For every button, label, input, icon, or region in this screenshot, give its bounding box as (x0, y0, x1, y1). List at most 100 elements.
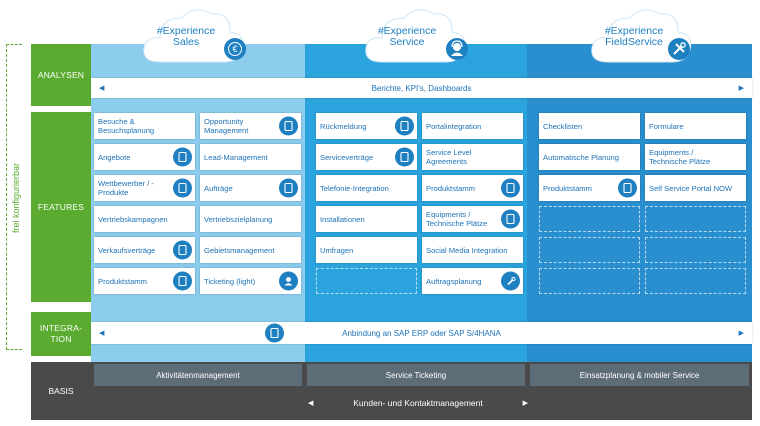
card-verkaufsvertraege: Verkaufsverträge (94, 237, 195, 263)
basis-einsatzplanung: Einsatzplanung & mobiler Service (530, 364, 749, 386)
basis-left-arrow: ◀ (308, 400, 314, 407)
integration-bar-label: Anbindung an SAP ERP oder SAP S/4HANA (342, 328, 501, 338)
card-self-service-portal-label: Self Service Portal NOW (649, 183, 733, 193)
headset-agent-icon (446, 38, 468, 60)
card-self-service-portal: Self Service Portal NOW (645, 175, 746, 201)
card-wettbewerber: Wettbewerber / -Produkte (94, 175, 195, 201)
empty-slot (539, 268, 640, 294)
integration-bar: ◀ Anbindung an SAP ERP oder SAP S/4HANA … (91, 322, 752, 344)
empty-slot (645, 268, 746, 294)
cloud-service-line2: Service (389, 36, 425, 48)
card-social-media: Social Media Integration (422, 237, 523, 263)
card-auftragsplanung: Auftragsplanung (422, 268, 523, 294)
basis-kunden-label: Kunden- und Kontaktmanagement (353, 398, 483, 408)
tablet-icon (173, 271, 192, 291)
row-label-features: FEATURES (31, 112, 91, 302)
card-portalintegration-label: Portalintegration (426, 121, 482, 131)
card-installationen-label: Installationen (320, 214, 365, 224)
tools-icon (668, 38, 690, 60)
headset-agent-icon (279, 271, 298, 291)
basis-service-ticketing: Service Ticketing (307, 364, 525, 386)
row-label-analysen: ANALYSEN (31, 44, 91, 106)
card-equipments-field-label: Equipments / Technische Plätze (649, 148, 711, 166)
card-produktstamm-sales: Produktstamm (94, 268, 195, 294)
integration-right-arrow: ▶ (738, 330, 744, 337)
empty-slot (645, 237, 746, 263)
card-lead: Lead-Management (200, 144, 301, 170)
card-auftraege-label: Aufträge (204, 183, 233, 193)
tablet-icon (173, 240, 192, 260)
tablet-icon (265, 323, 284, 343)
row-label-integration: INTEGRA- TION (31, 312, 91, 356)
card-produktstamm-service: Produktstamm (422, 175, 523, 201)
card-sla-label: Service Level Agreements (426, 148, 472, 166)
card-gebietsmanagement: Gebietsmanagement (200, 237, 301, 263)
empty-slot (316, 268, 417, 294)
card-produktstamm-field-label: Produktstamm (543, 183, 592, 193)
card-portalintegration: Portalintegration (422, 113, 523, 139)
card-lead-label: Lead-Management (204, 152, 268, 162)
row-label-integration-text: INTEGRA- TION (39, 323, 83, 344)
card-telefonie: Telefonie-Integration (316, 175, 417, 201)
cloud-service-title: #Experience Service (367, 26, 447, 48)
card-checklisten-label: Checklisten (543, 121, 583, 131)
card-umfragen-label: Umfragen (320, 245, 354, 255)
cloud-service-line1: #Experience (377, 25, 437, 37)
analysen-left-arrow: ◀ (99, 85, 105, 92)
empty-slot (539, 237, 640, 263)
tablet-icon (501, 178, 520, 198)
card-servicevertraege: Serviceverträge (316, 144, 417, 170)
analysen-bar: ◀ Berichte, KPI's, Dashboards ▶ (91, 78, 752, 98)
card-sla: Service Level Agreements (422, 144, 523, 170)
card-ticketing-light-label: Ticketing (light) (204, 276, 256, 286)
card-rueckmeldung: Rückmeldung (316, 113, 417, 139)
card-rueckmeldung-label: Rückmeldung (320, 121, 367, 131)
empty-slot (539, 206, 640, 232)
integration-left-arrow: ◀ (99, 330, 105, 337)
card-verkaufsvertraege-label: Verkaufsverträge (98, 245, 156, 255)
cloud-sales-line2: Sales (172, 36, 200, 48)
card-equipments-field: Equipments / Technische Plätze (645, 144, 746, 170)
card-auftragsplanung-label: Auftragsplanung (426, 276, 482, 286)
card-vertriebszielplanung-label: Vertriebszielplanung (204, 214, 273, 224)
side-label: frei konfigurierbar (11, 162, 21, 234)
card-produktstamm-service-label: Produktstamm (426, 183, 475, 193)
card-produktstamm-field: Produktstamm (539, 175, 640, 201)
card-vertriebszielplanung: Vertriebszielplanung (200, 206, 301, 232)
card-vertriebskampagnen-label: Vertriebskampagnen (98, 214, 168, 224)
card-auftraege: Aufträge (200, 175, 301, 201)
cloud-fieldservice-line2: FieldService (605, 36, 663, 48)
card-automatische-planung: Automatische Planung (539, 144, 640, 170)
card-automatische-planung-label: Automatische Planung (543, 152, 619, 162)
card-social-media-label: Social Media Integration (426, 245, 508, 255)
card-opportunity-label: Opportunity Management (204, 117, 249, 135)
card-umfragen: Umfragen (316, 237, 417, 263)
basis-right-arrow: ▶ (522, 400, 528, 407)
card-equipments-service: Equipments / Technische Plätze (422, 206, 523, 232)
card-telefonie-label: Telefonie-Integration (320, 183, 389, 193)
card-opportunity: Opportunity Management (200, 113, 301, 139)
card-formulare: Formulare (645, 113, 746, 139)
card-angebote-label: Angebote (98, 152, 131, 162)
card-besuche: Besuche & Besuchsplanung (94, 113, 195, 139)
cloud-fieldservice-line1: #Experience (604, 25, 664, 37)
frei-konfigurierbar-bracket (6, 44, 22, 350)
cloud-fieldservice-title: #Experience FieldService (592, 26, 676, 48)
card-servicevertraege-label: Serviceverträge (320, 152, 374, 162)
tablet-icon (395, 147, 414, 167)
tablet-icon (173, 178, 192, 198)
analysen-right-arrow: ▶ (738, 85, 744, 92)
analysen-bar-label: Berichte, KPI's, Dashboards (371, 83, 472, 93)
tablet-icon (279, 178, 298, 198)
card-angebote: Angebote (94, 144, 195, 170)
tablet-icon (501, 209, 520, 229)
card-gebietsmanagement-label: Gebietsmanagement (204, 245, 275, 255)
card-besuche-label: Besuche & Besuchsplanung (98, 117, 155, 135)
card-produktstamm-sales-label: Produktstamm (98, 276, 147, 286)
cloud-sales-line1: #Experience (156, 25, 216, 37)
card-ticketing-light: Ticketing (light) (200, 268, 301, 294)
euro-icon: € (224, 38, 246, 60)
card-installationen: Installationen (316, 206, 417, 232)
card-vertriebskampagnen: Vertriebskampagnen (94, 206, 195, 232)
cloud-fieldservice (591, 9, 692, 63)
